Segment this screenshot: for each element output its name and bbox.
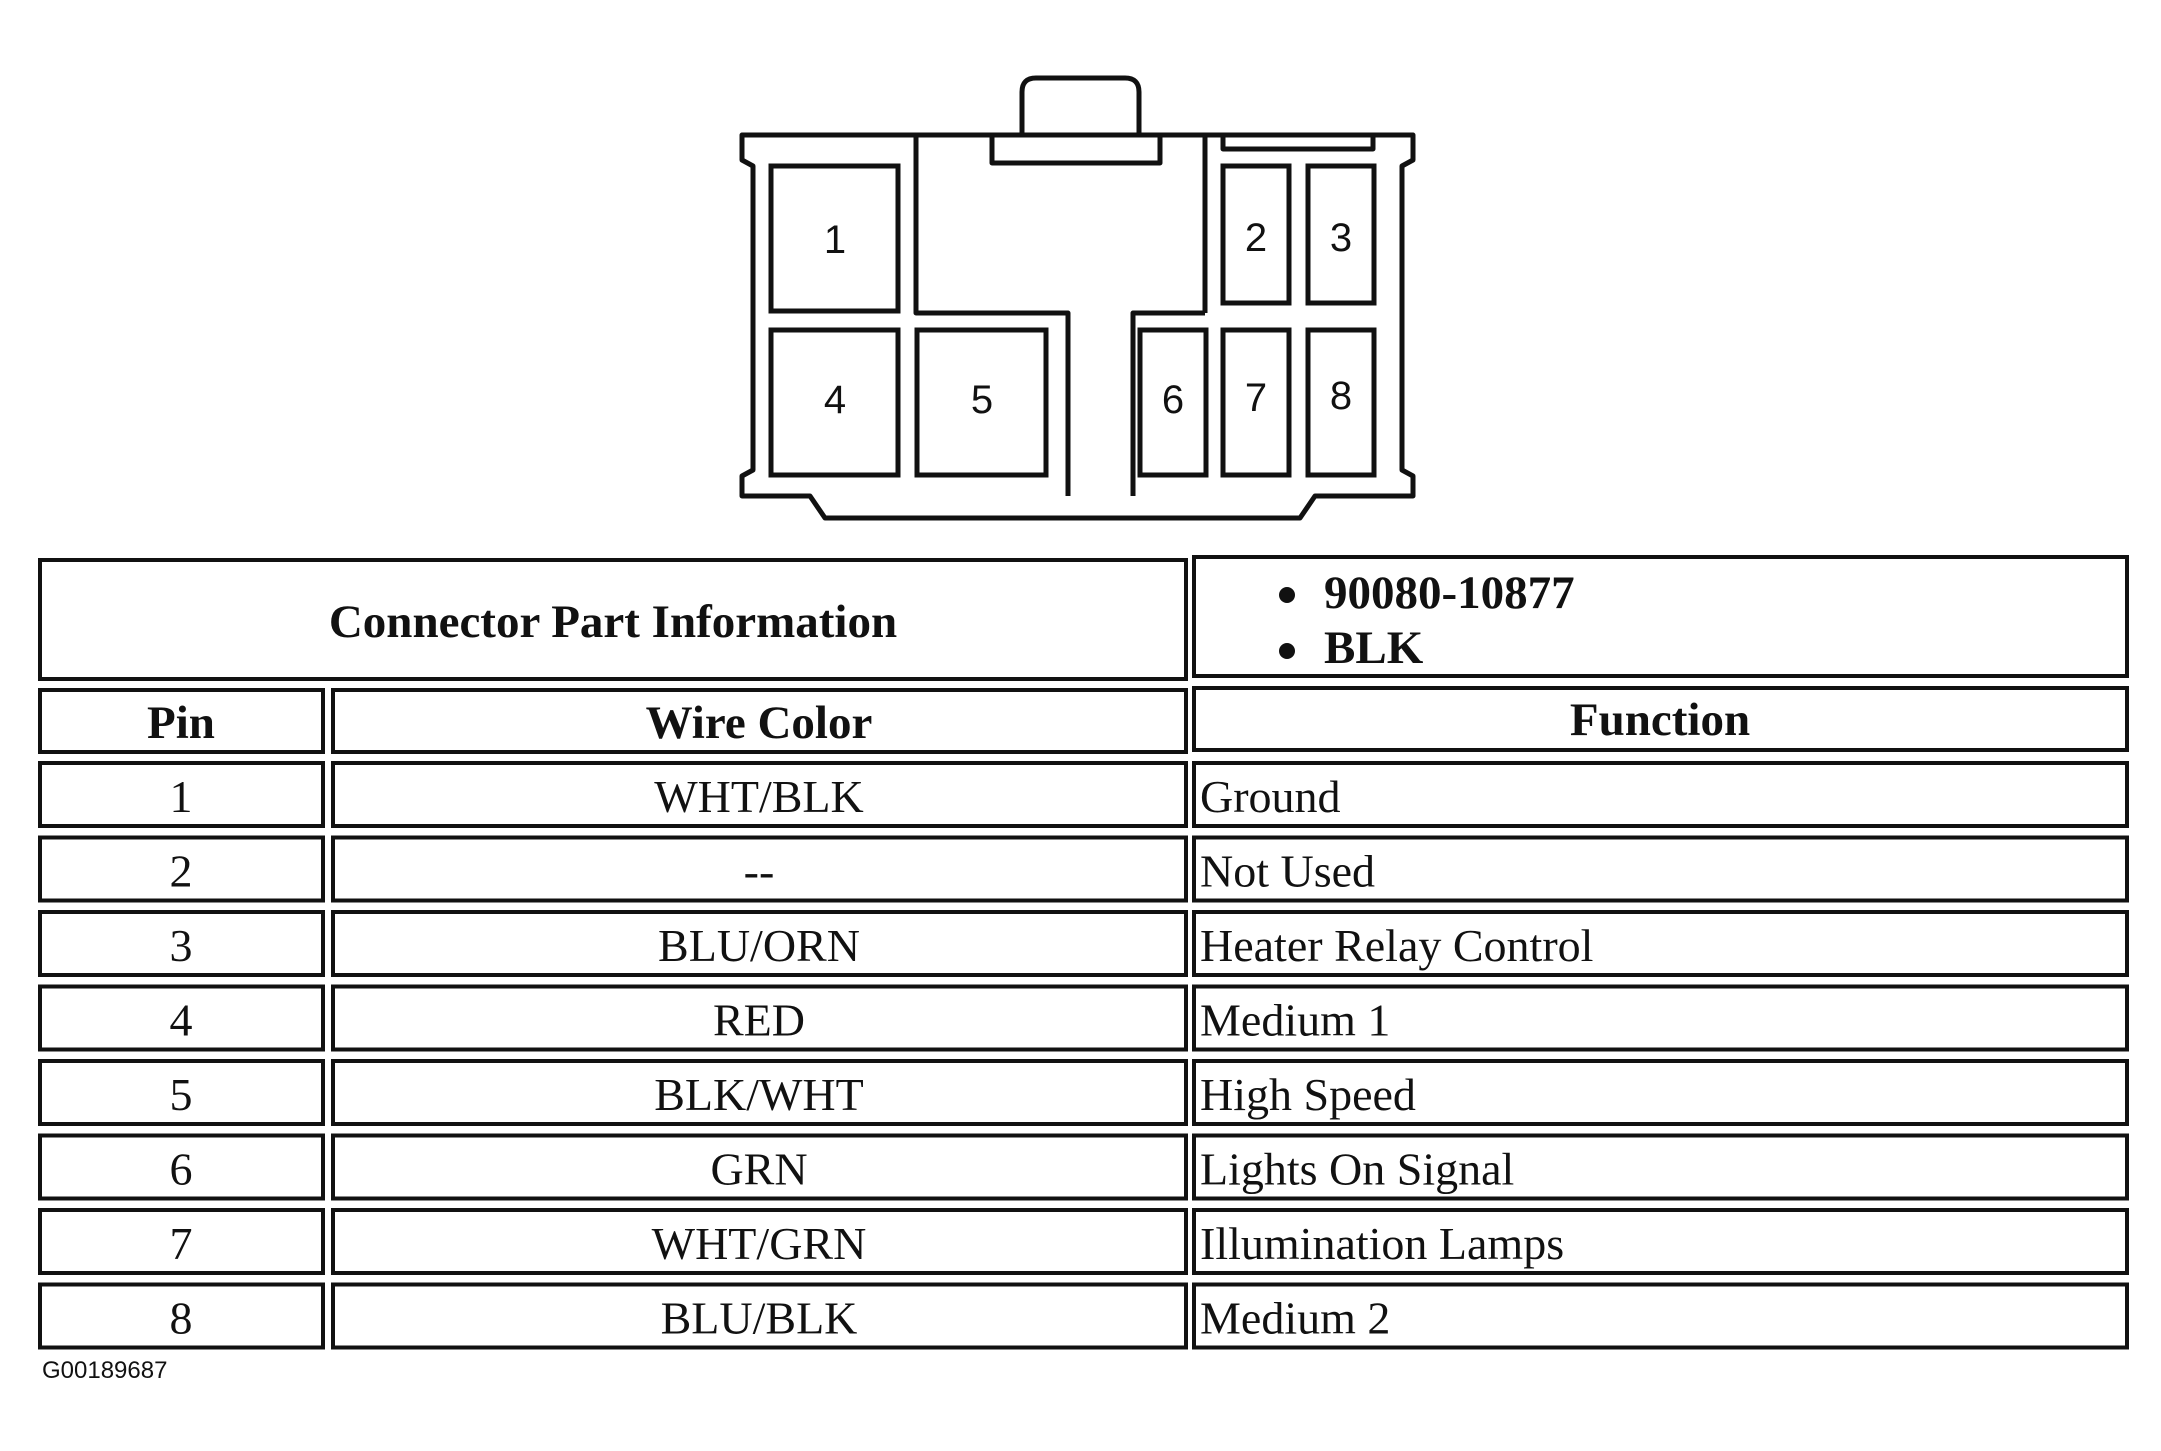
pin-cell (38, 1133, 325, 1201)
cavity-4-label: 4 (824, 378, 846, 422)
row-function: Medium 2 (1200, 1293, 1390, 1344)
cavity-6-label: 6 (1162, 378, 1184, 422)
row-pin: 2 (170, 846, 193, 897)
cavity-2-label: 2 (1245, 216, 1267, 260)
function-cell (1192, 1208, 2129, 1275)
pin-cell (38, 1282, 325, 1350)
bullet-icon (1279, 587, 1295, 603)
cavity-8 (1305, 327, 1377, 478)
row-wire-color: RED (713, 995, 805, 1046)
wire-color-cell (331, 1059, 1188, 1126)
row-wire-color: BLU/BLK (661, 1293, 858, 1344)
table-rows-text: 1 WHT/BLK Ground 2 -- Not Used 3 BLU/ORN Heater … (170, 771, 1594, 1344)
lock-bar (989, 132, 1163, 166)
cavity-3-label: 3 (1330, 216, 1352, 260)
header-pin: Pin (147, 697, 215, 749)
function-cell (1192, 1059, 2129, 1126)
row-wire-color: BLK/WHT (654, 1069, 864, 1120)
row-function: High Speed (1200, 1069, 1416, 1120)
cavity-1-label: 1 (824, 218, 846, 262)
row-wire-color: WHT/BLK (654, 771, 864, 822)
row-pin: 3 (170, 920, 193, 971)
cavity-labels: 1 2 3 4 5 6 7 8 (824, 216, 1352, 422)
row-wire-color: -- (744, 846, 775, 897)
function-cell (1192, 910, 2129, 977)
header-function-cell (1192, 686, 2129, 752)
cavity-1 (768, 163, 901, 314)
latch-tab (1019, 75, 1142, 135)
wire-color-cell (331, 1282, 1188, 1350)
connector-shell (739, 132, 1416, 521)
cavity-4 (768, 327, 901, 478)
pin-cell (38, 1208, 325, 1275)
cavity-5-label: 5 (971, 378, 993, 422)
header-wire-cell (331, 688, 1188, 754)
part-info-items-cell (1192, 555, 2129, 678)
part-info-title: Connector Part Information (329, 596, 897, 648)
cavity-7 (1220, 327, 1292, 478)
row-function: Illumination Lamps (1200, 1218, 1564, 1269)
connector-face (739, 75, 1416, 521)
cavity-8-label: 8 (1330, 374, 1352, 418)
pin-cell (38, 910, 325, 977)
row-wire-color: GRN (710, 1144, 807, 1195)
function-cell (1192, 761, 2129, 828)
wire-color-cell (331, 761, 1188, 828)
row-function: Ground (1200, 771, 1341, 822)
bullet-icon (1279, 643, 1295, 659)
wire-color-cell (331, 910, 1188, 977)
wire-color-cell (331, 835, 1188, 903)
header-pin-cell (38, 688, 325, 754)
row-pin: 7 (170, 1218, 193, 1269)
wire-color-cell (331, 1208, 1188, 1275)
pin-cell (38, 835, 325, 903)
row-pin: 6 (170, 1144, 193, 1195)
row-function: Not Used (1200, 846, 1375, 897)
function-cell (1192, 984, 2129, 1052)
pin-cell (38, 1059, 325, 1126)
row-wire-color: BLU/ORN (658, 920, 860, 971)
row-function: Heater Relay Control (1200, 920, 1593, 971)
cavity-7-label: 7 (1245, 376, 1267, 420)
function-cell (1192, 835, 2129, 903)
wire-color-cell (331, 984, 1188, 1052)
row-function: Medium 1 (1200, 995, 1390, 1046)
header-wire-color: Wire Color (646, 697, 873, 749)
pin-cell (38, 761, 325, 828)
table-text: Connector Part Information 90080-10877 B… (147, 567, 1750, 749)
figure-code: G00189687 (42, 1357, 167, 1384)
cavity-5 (914, 327, 1049, 478)
row-pin: 8 (170, 1293, 193, 1344)
function-cell (1192, 1282, 2129, 1350)
row-pin: 1 (170, 771, 193, 822)
key-rail (1220, 132, 1376, 152)
center-divider (913, 135, 1071, 496)
part-info-title-cell (38, 558, 1188, 681)
row-function: Lights On Signal (1200, 1144, 1514, 1195)
right-partition (1130, 135, 1208, 496)
cavity-2 (1220, 163, 1292, 306)
pin-cell (38, 984, 325, 1052)
table-rows-frame (38, 761, 2129, 1350)
cavity-6 (1137, 327, 1209, 478)
header-function: Function (1570, 694, 1750, 746)
row-wire-color: WHT/GRN (652, 1218, 867, 1269)
pinout-table (38, 555, 2129, 754)
wire-color-cell (331, 1133, 1188, 1201)
part-number: 90080-10877 (1324, 567, 1575, 619)
connector-color: BLK (1324, 622, 1424, 674)
row-pin: 4 (170, 995, 193, 1046)
cavity-3 (1305, 163, 1377, 306)
cavity-group (768, 163, 1377, 478)
function-cell (1192, 1133, 2129, 1201)
row-pin: 5 (170, 1069, 193, 1120)
